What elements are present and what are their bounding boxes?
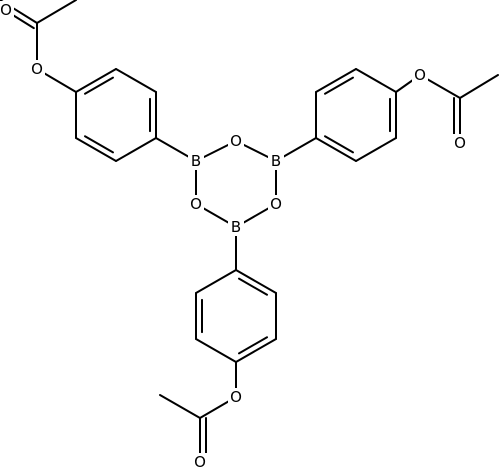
boron-atom-label-background	[268, 152, 284, 170]
oxygen-atom-label: O	[230, 388, 242, 406]
aromatic-double-bond	[323, 135, 354, 154]
methyl-bond	[459, 74, 499, 99]
aromatic-double-bond	[238, 336, 269, 355]
aromatic-bond	[75, 137, 117, 162]
aromatic-bond	[235, 269, 277, 294]
oxygen-atom-label: O	[0, 1, 12, 19]
oxygen-atom-label-background	[192, 453, 208, 471]
aromatic-bond	[115, 68, 157, 93]
oxygen-atom-label-background	[228, 388, 244, 406]
oxygen-atom-label: O	[31, 60, 43, 78]
boron-atom-label: B	[231, 218, 241, 236]
aromatic-double-bond	[323, 76, 354, 95]
aromatic-bond	[115, 137, 157, 162]
boron-atom-label-background	[188, 152, 204, 170]
boron-atom-label: B	[191, 152, 201, 170]
aromatic-bond	[75, 68, 117, 93]
oxygen-atom-label-background	[228, 132, 244, 150]
oxygen-atom-label: O	[190, 195, 202, 213]
oxygen-atom-label: O	[414, 66, 426, 84]
aromatic-double-bond	[238, 277, 269, 296]
oxygen-atom-label-background	[412, 66, 428, 84]
aromatic-double-bond	[83, 76, 114, 95]
aromatic-bond	[355, 137, 397, 162]
oxygen-atom-label: O	[454, 134, 466, 152]
aromatic-bond	[235, 338, 277, 363]
oxygen-atom-label: O	[230, 132, 242, 150]
oxygen-atom-label-background	[188, 195, 204, 213]
boron-atom-label: B	[271, 152, 281, 170]
aromatic-double-bond	[83, 135, 114, 154]
methyl-bond	[36, 0, 77, 24]
aromatic-bond	[315, 68, 357, 93]
oxygen-atom-label-background	[29, 60, 45, 78]
methyl-bond	[159, 394, 201, 419]
aromatic-bond	[355, 68, 397, 93]
atoms-layer: B B B O O O O O O O O O	[0, 1, 468, 471]
aromatic-bond	[195, 338, 237, 363]
oxygen-atom-label: O	[270, 195, 282, 213]
aromatic-bond	[315, 137, 357, 162]
boron-atom-label-background	[228, 218, 244, 236]
oxygen-atom-label: O	[194, 453, 206, 471]
oxygen-atom-label-background	[268, 195, 284, 213]
aromatic-bond	[195, 269, 237, 294]
oxygen-atom-label-background	[0, 1, 14, 19]
oxygen-atom-label-background	[452, 134, 468, 152]
